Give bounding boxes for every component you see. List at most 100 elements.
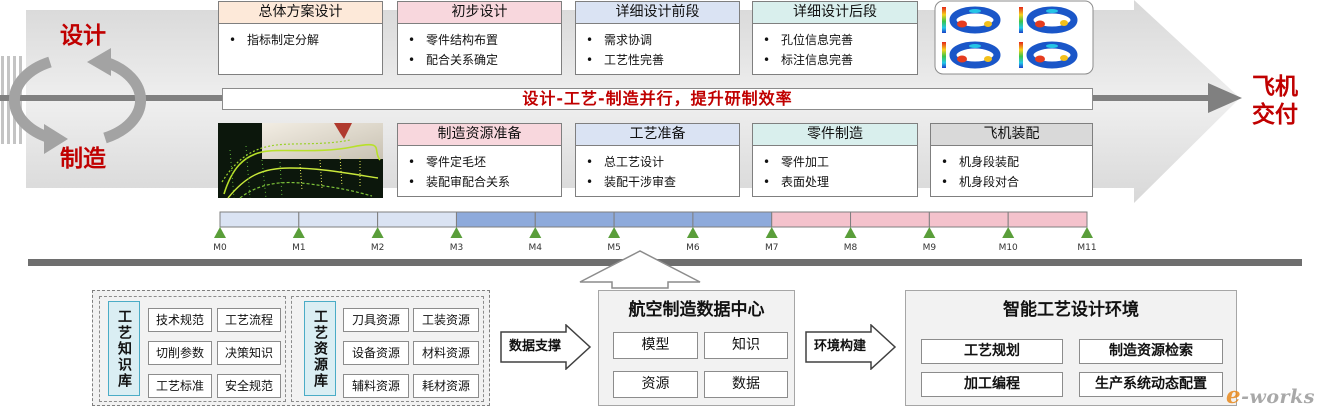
stage-preliminary-design: 初步设计 零件结构布置 配合关系确定 (397, 1, 562, 75)
stage-title: 制造资源准备 (398, 124, 561, 146)
data-center-item: 数据 (704, 371, 788, 398)
fea-panel (942, 41, 1001, 69)
milestone-marker (686, 227, 699, 238)
stage-part-manufacturing: 零件制造 零件加工 表面处理 (752, 123, 918, 197)
stage-task: 需求协调 (586, 30, 739, 50)
stage-title: 零件制造 (753, 124, 917, 146)
arrow-tail-stripes (1, 56, 22, 144)
milestone-marker (214, 227, 226, 238)
stage-overall-scheme-design: 总体方案设计 指标制定分解 (218, 1, 383, 75)
stage-title: 工艺准备 (576, 124, 739, 146)
milestone-label: M3 (450, 243, 464, 253)
center-flow-arrowhead (1208, 83, 1242, 113)
resource-item: 刀具资源 (343, 308, 409, 332)
stage-task: 机身段对合 (941, 172, 1092, 192)
cycle-arrow-right-arc (103, 56, 147, 144)
stage-task-list: 零件加工 表面处理 (753, 146, 917, 192)
stage-task-list: 指标制定分解 (219, 24, 382, 50)
process-library-panel: 工艺知识库 技术规范 工艺流程 切削参数 决策知识 工艺标准 安全规范 工艺资源… (92, 290, 490, 406)
intelligent-process-design-environment: 智能工艺设计环境 工艺规划 制造资源检索 加工编程 生产系统动态配置 (905, 290, 1237, 406)
milestone-label: M10 (999, 243, 1018, 253)
stage-task-list: 零件结构布置 配合关系确定 (398, 24, 561, 70)
arrow-shape (500, 324, 592, 370)
stage-detailed-design-early: 详细设计前段 需求协调 工艺性完善 (575, 1, 740, 75)
stage-task: 工艺性完善 (586, 50, 739, 70)
arrow-label: 数据支撑 (508, 339, 561, 354)
stage-detailed-design-late: 详细设计后段 孔位信息完善 标注信息完善 (752, 1, 918, 75)
stage-title: 初步设计 (398, 2, 561, 24)
environment-item: 工艺规划 (921, 339, 1063, 364)
timeline-segment (455, 211, 536, 228)
stage-task: 装配审配合关系 (408, 172, 561, 192)
timeline-segment (534, 211, 615, 228)
environment-item: 制造资源检索 (1079, 339, 1223, 364)
upward-support-arrow (579, 250, 701, 289)
aviation-manufacturing-data-center: 航空制造数据中心 模型 知识 资源 数据 (598, 290, 795, 406)
stage-task: 孔位信息完善 (763, 30, 917, 50)
manufacture-label: 制造 (60, 146, 106, 172)
timeline-segment (850, 211, 930, 228)
milestone-label: M8 (844, 243, 858, 253)
milestone-marker (608, 227, 621, 238)
milestone-label: M6 (686, 243, 700, 253)
stage-task: 表面处理 (763, 172, 917, 192)
milestone-label: M9 (923, 243, 937, 253)
data-center-item: 模型 (613, 332, 698, 359)
knowledge-item: 切削参数 (148, 341, 212, 365)
stage-task-list: 总工艺设计 装配干涉审查 (576, 146, 739, 192)
e-works-watermark-logo: e-works (1226, 382, 1315, 409)
data-center-item: 知识 (704, 332, 788, 359)
environment-item: 加工编程 (921, 372, 1063, 397)
stage-task-list: 机身段装配 机身段对合 (931, 146, 1092, 192)
milestone-marker (450, 227, 463, 238)
timeline-segment (219, 211, 300, 228)
milestone-marker (765, 227, 778, 238)
resource-item: 材料资源 (413, 341, 479, 365)
cycle-arrow-left-arc (8, 56, 52, 144)
knowledge-item: 工艺标准 (148, 374, 212, 398)
panel-title: 智能工艺设计环境 (1003, 300, 1139, 320)
section-divider-line (28, 259, 1302, 266)
timeline-segment (613, 211, 694, 228)
cycle-arrow-right-head (87, 48, 111, 76)
knowledge-item: 决策知识 (217, 341, 281, 365)
timeline-segment (1007, 211, 1088, 228)
timeline-segment (771, 211, 852, 228)
fea-simulation-image (934, 0, 1094, 75)
milestone-marker (923, 227, 936, 238)
design-label: 设计 (60, 23, 106, 49)
milestone-marker (844, 227, 857, 238)
resource-item: 耗材资源 (413, 374, 479, 398)
stage-title: 飞机装配 (931, 124, 1092, 146)
stage-title: 详细设计前段 (576, 2, 739, 24)
stage-task-list: 孔位信息完善 标注信息完善 (753, 24, 917, 70)
milestone-label: M1 (292, 243, 306, 253)
resource-base-group: 工艺资源库 刀具资源 工装资源 设备资源 材料资源 辅料资源 耗材资源 (291, 296, 484, 402)
stage-task: 总工艺设计 (586, 152, 739, 172)
resource-item: 设备资源 (343, 341, 409, 365)
fea-panel (1019, 6, 1078, 34)
data-center-item: 资源 (613, 371, 698, 398)
timeline-segment (928, 211, 1009, 228)
fea-panel (942, 6, 1001, 34)
delivery-label-line2: 交付 (1252, 102, 1298, 128)
stage-aircraft-assembly: 飞机装配 机身段装配 机身段对合 (930, 123, 1093, 197)
milestone-label: M11 (1077, 243, 1096, 253)
point-cloud-scan-image (218, 123, 383, 199)
milestone-marker (292, 227, 305, 238)
milestone-marker (1081, 227, 1093, 238)
milestone-label: M4 (529, 243, 543, 253)
stage-task: 指标制定分解 (229, 30, 382, 50)
milestone-label: M7 (765, 243, 779, 253)
timeline-segment (298, 211, 379, 228)
stage-manufacturing-resource-prep: 制造资源准备 零件定毛坯 装配审配合关系 (397, 123, 562, 197)
stage-task: 零件定毛坯 (408, 152, 561, 172)
stage-task-list: 零件定毛坯 装配审配合关系 (398, 146, 561, 192)
stage-task: 配合关系确定 (408, 50, 561, 70)
stage-task: 装配干涉审查 (586, 172, 739, 192)
resource-item: 辅料资源 (343, 374, 409, 398)
stage-task: 零件结构布置 (408, 30, 561, 50)
design-manufacture-cycle-icon (8, 48, 147, 154)
knowledge-item: 安全规范 (217, 374, 281, 398)
milestone-marker (1002, 227, 1015, 238)
